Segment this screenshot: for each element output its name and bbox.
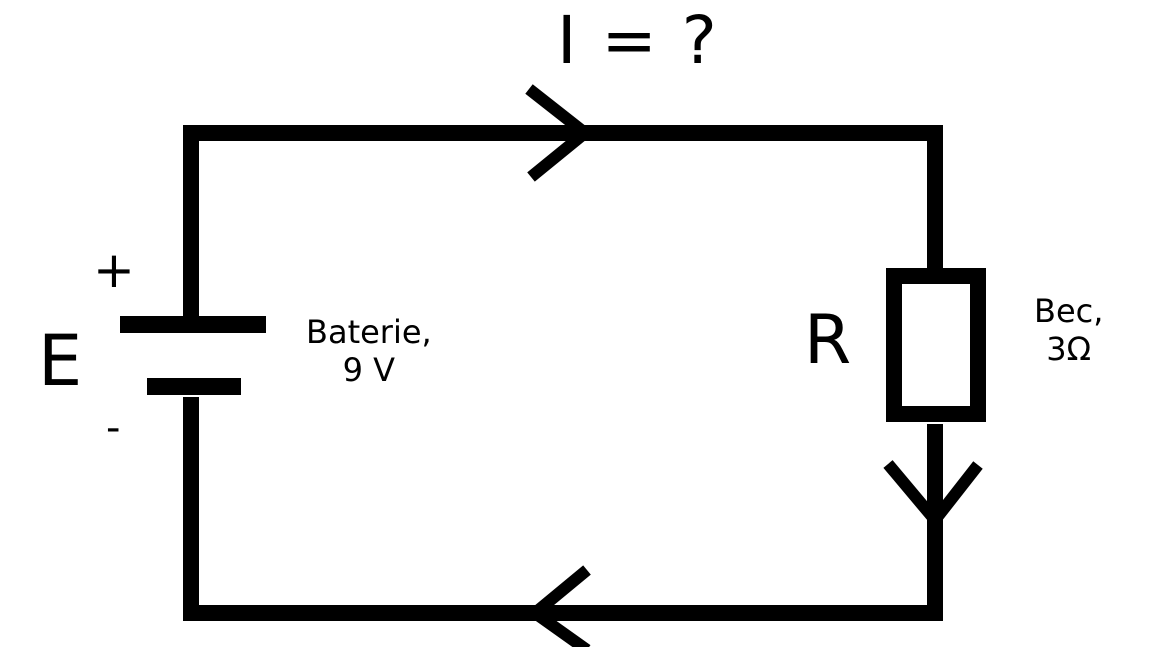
bulb-name: Bec, bbox=[1034, 292, 1104, 330]
battery-negative-plate bbox=[147, 378, 241, 395]
arrow-right-down bbox=[883, 460, 983, 530]
battery-annotation: Baterie, 9 V bbox=[306, 313, 432, 389]
current-label: I = ? bbox=[557, 2, 719, 79]
battery-name: Baterie, bbox=[306, 313, 432, 351]
resistor-symbol: R bbox=[804, 301, 852, 380]
wire-bottom bbox=[183, 397, 943, 621]
bulb-annotation: Bec, 3Ω bbox=[1034, 292, 1103, 368]
arrow-bottom-left bbox=[525, 565, 591, 647]
wire-top bbox=[183, 125, 943, 318]
battery-voltage: 9 V bbox=[342, 351, 396, 389]
resistor-box bbox=[886, 268, 986, 422]
battery-plus-sign: + bbox=[93, 241, 135, 299]
battery-positive-plate bbox=[120, 316, 266, 333]
battery-minus-sign: - bbox=[106, 405, 121, 451]
source-symbol: E bbox=[38, 320, 83, 402]
arrow-top-right bbox=[525, 84, 595, 182]
bulb-resistance: 3Ω bbox=[1046, 330, 1092, 368]
